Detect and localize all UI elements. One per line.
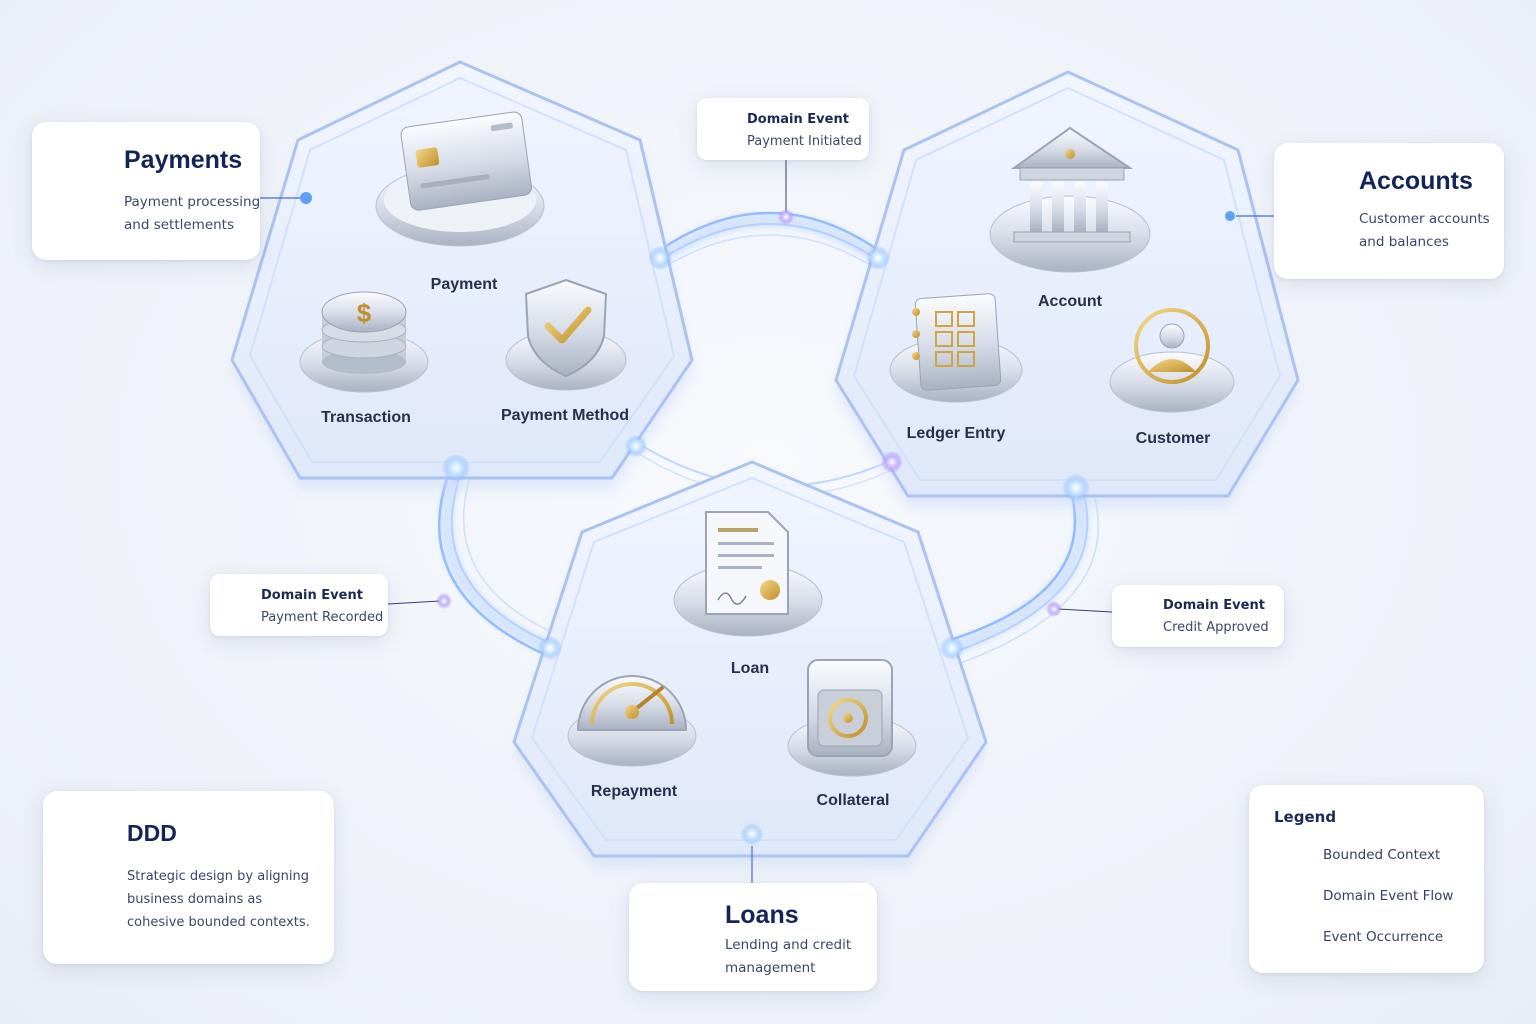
context-title: Payments (124, 146, 242, 175)
entity-label-customer: Customer (1136, 430, 1211, 448)
context-card-loans[interactable]: Loans Lending and credit management (629, 883, 877, 991)
event-title: Domain Event (1163, 598, 1265, 613)
context-description: Payment processing and settlements (124, 191, 274, 237)
event-card-payment-recorded[interactable]: Domain Event Payment Recorded (210, 574, 388, 636)
entity-label-collateral: Collateral (817, 792, 890, 810)
legend-item-bounded-context: Bounded Context (1323, 847, 1440, 863)
entity-label-payment-method: Payment Method (501, 407, 629, 425)
legend-card: Legend Bounded Context Domain Event Flow… (1249, 785, 1484, 973)
ddd-title: DDD (127, 820, 177, 847)
event-name: Payment Initiated (747, 134, 862, 149)
context-title: Accounts (1359, 167, 1473, 196)
legend-item-event-flow: Domain Event Flow (1323, 888, 1453, 904)
flow-payments-loans (439, 470, 556, 656)
entity-label-ledger-entry: Ledger Entry (907, 425, 1006, 443)
entity-label-repayment: Repayment (591, 783, 677, 801)
ddd-description: Strategic design by aligning business do… (127, 865, 317, 934)
context-description: Lending and credit management (725, 934, 875, 980)
legend-title: Legend (1274, 808, 1336, 826)
event-name: Credit Approved (1163, 620, 1269, 635)
svg-text:$: $ (357, 298, 372, 328)
context-description: Customer accounts and balances (1359, 208, 1509, 254)
flow-accounts-loans (950, 488, 1098, 664)
event-card-payment-initiated[interactable]: Domain Event Payment Initiated (697, 98, 869, 160)
ddd-info-card: DDD Strategic design by aligning busines… (43, 791, 334, 964)
event-title: Domain Event (261, 588, 363, 603)
context-card-accounts[interactable]: Accounts Customer accounts and balances (1274, 143, 1504, 279)
context-card-payments[interactable]: Payments Payment processing and settleme… (32, 122, 260, 260)
entity-label-transaction: Transaction (321, 409, 411, 427)
entity-label-account: Account (1038, 293, 1102, 311)
event-name: Payment Recorded (261, 610, 383, 625)
context-title: Loans (725, 901, 799, 930)
event-title: Domain Event (747, 112, 849, 127)
entity-label-loan: Loan (731, 660, 769, 678)
flow-payments-accounts (660, 213, 878, 270)
legend-item-event-occurrence: Event Occurrence (1323, 929, 1443, 945)
event-card-credit-approved[interactable]: Domain Event Credit Approved (1112, 585, 1284, 647)
entity-label-payment: Payment (431, 276, 498, 294)
